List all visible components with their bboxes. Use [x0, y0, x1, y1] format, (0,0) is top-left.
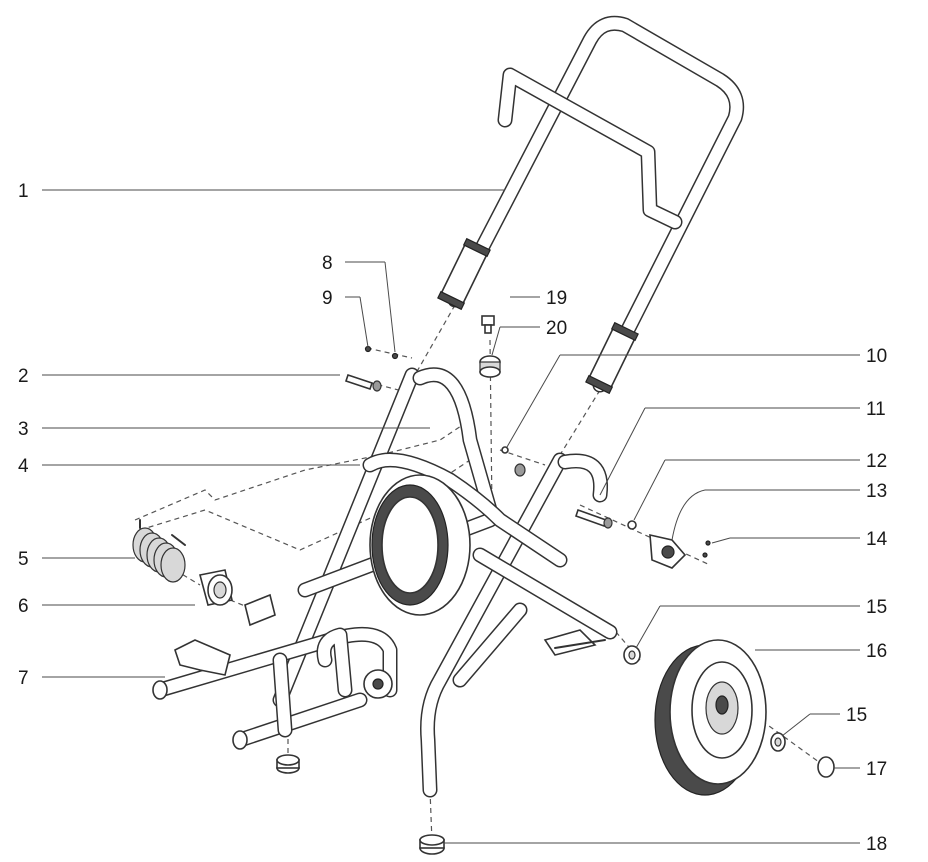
washer-10 — [501, 446, 509, 454]
label-2: 2 — [18, 366, 29, 387]
label-11: 11 — [866, 399, 886, 420]
label-3: 3 — [18, 419, 29, 440]
left-wheel — [369, 474, 471, 616]
label-6: 6 — [18, 596, 29, 617]
label-4: 4 — [18, 456, 29, 477]
bolt-2 — [344, 373, 382, 392]
screw-9 — [364, 345, 372, 353]
label-13: 13 — [866, 481, 887, 502]
label-16: 16 — [866, 641, 887, 662]
spring — [132, 519, 186, 583]
axle-end — [554, 639, 606, 649]
foot-cap-18 — [419, 834, 445, 855]
handle-assembly — [437, 15, 745, 395]
label-8: 8 — [322, 253, 333, 274]
pin-14 — [705, 540, 711, 546]
clip-17 — [817, 756, 835, 778]
label-19: 19 — [546, 288, 567, 309]
foot-bracket — [543, 629, 597, 656]
right-wheel — [654, 639, 767, 796]
pin-14b — [702, 552, 708, 558]
label-18: 18 — [866, 834, 887, 855]
cap-20 — [479, 355, 501, 378]
label-10: 10 — [866, 346, 887, 367]
label-15a: 15 — [866, 597, 887, 618]
lever-assembly — [152, 593, 398, 750]
nut-12 — [627, 520, 637, 530]
label-12: 12 — [866, 451, 887, 472]
washer-15b — [770, 732, 786, 752]
label-20: 20 — [546, 318, 567, 339]
screw-8 — [391, 352, 399, 360]
label-15b: 15 — [846, 705, 867, 726]
part-labels: 1 2 3 4 5 6 7 8 9 10 11 12 13 14 15 16 1… — [18, 181, 888, 855]
foot-cap-left — [276, 754, 300, 774]
latch-13 — [649, 533, 687, 569]
label-7: 7 — [18, 668, 29, 689]
label-5: 5 — [18, 549, 29, 570]
label-17: 17 — [866, 759, 887, 780]
label-9: 9 — [322, 288, 333, 309]
label-1: 1 — [18, 181, 29, 202]
label-14: 14 — [866, 529, 888, 550]
washer-10b — [514, 463, 526, 477]
washer-15a — [623, 645, 641, 665]
screw-19 — [481, 315, 495, 334]
bushing — [199, 569, 233, 606]
leader-lines — [42, 189, 860, 844]
bolt-11 — [574, 508, 613, 529]
